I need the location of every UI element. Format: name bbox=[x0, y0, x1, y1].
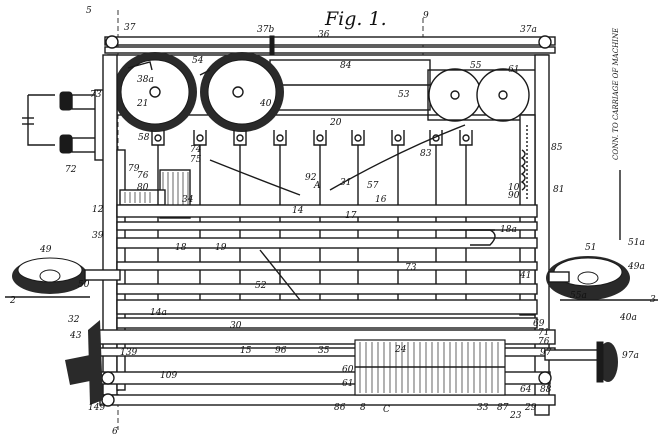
ref-label: 14 bbox=[292, 206, 304, 216]
ref-label: 64 bbox=[520, 385, 532, 395]
ref-label: 80 bbox=[137, 183, 149, 193]
ref-label: 87 bbox=[497, 403, 509, 413]
ref-label: 8 bbox=[360, 403, 366, 413]
cross-bars bbox=[116, 204, 538, 329]
ref-label: 73 bbox=[405, 263, 417, 273]
ref-label: 14a bbox=[150, 308, 167, 318]
ref-label: 53 bbox=[398, 90, 410, 100]
ref-label: A bbox=[313, 181, 321, 191]
ref-label: 97a bbox=[622, 351, 639, 361]
ref-label: 71 bbox=[538, 328, 549, 338]
ref-label: 51a bbox=[628, 238, 645, 248]
ref-label: 19 bbox=[215, 243, 227, 253]
ref-label: 43 bbox=[69, 331, 82, 341]
ref-label: 49 bbox=[39, 245, 52, 255]
left-crank bbox=[65, 320, 103, 405]
ref-label: 38a bbox=[137, 75, 154, 85]
left-handwheel bbox=[5, 257, 121, 298]
ref-label: 54 bbox=[192, 56, 204, 66]
ref-label: 17 bbox=[345, 211, 357, 221]
ref-label: 96 bbox=[275, 346, 287, 356]
ref-label: 34 bbox=[182, 195, 194, 205]
ref-label: 55 bbox=[470, 61, 482, 71]
side-note: CONN. TO CARRIAGE OF MACHINE bbox=[612, 28, 620, 160]
ref-label: 23 bbox=[509, 411, 522, 421]
ref-label: 35 bbox=[318, 346, 330, 356]
ref-label: 85 bbox=[551, 143, 563, 153]
ref-label: 139 bbox=[120, 348, 137, 358]
ref-label: 37 bbox=[124, 23, 136, 33]
ref-label: 86 bbox=[334, 403, 346, 413]
ref-label: 9 bbox=[423, 11, 429, 21]
ref-label: 32 bbox=[68, 315, 80, 325]
ref-label: 36 bbox=[318, 30, 330, 40]
ref-label: 76 bbox=[137, 171, 149, 181]
ref-label: 61 bbox=[508, 65, 519, 75]
ref-label: 55a bbox=[570, 291, 587, 301]
ref-label: 57 bbox=[367, 181, 379, 191]
ref-label: 6 bbox=[112, 427, 118, 437]
ref-label: 31 bbox=[340, 178, 351, 188]
ref-label: 84 bbox=[340, 61, 352, 71]
ref-label: 40a bbox=[619, 313, 637, 323]
ref-label: 2 bbox=[9, 296, 16, 306]
left-wheels bbox=[113, 52, 284, 132]
ref-label: 18a bbox=[500, 225, 517, 235]
ref-label: 5 bbox=[86, 6, 92, 16]
ref-label: 29 bbox=[524, 403, 537, 413]
ref-label: 20 bbox=[329, 118, 342, 128]
ref-label: 24 bbox=[394, 345, 407, 355]
ref-label: 16 bbox=[375, 195, 387, 205]
ref-label: 69 bbox=[533, 319, 545, 329]
right-handwheel bbox=[546, 256, 658, 301]
wires bbox=[209, 124, 466, 301]
ref-label: 51 bbox=[585, 243, 596, 253]
ref-label: 149 bbox=[88, 403, 105, 413]
ref-label: 61 bbox=[342, 379, 353, 389]
ref-label: 3 bbox=[650, 295, 656, 305]
ref-label: 97 bbox=[540, 348, 552, 358]
ref-label: 10 bbox=[508, 183, 520, 193]
ref-label: 37a bbox=[520, 25, 537, 35]
ref-label: 49a bbox=[627, 262, 645, 272]
ref-label: 79 bbox=[128, 164, 140, 174]
ref-label: C bbox=[383, 405, 390, 415]
ref-label: 30 bbox=[230, 321, 242, 331]
ref-label: 73 bbox=[90, 90, 102, 100]
ref-label: 39 bbox=[92, 231, 104, 241]
ref-label: 33 bbox=[477, 403, 489, 413]
ref-label: 60 bbox=[342, 365, 354, 375]
ref-label: 40 bbox=[259, 99, 272, 109]
right-crank-knob bbox=[544, 341, 618, 383]
ref-label: 88 bbox=[540, 385, 552, 395]
ref-label: 109 bbox=[160, 371, 177, 381]
ref-label: 92 bbox=[305, 173, 317, 183]
ref-label: 72 bbox=[65, 165, 77, 175]
ref-label: 15 bbox=[240, 346, 252, 356]
figure-title: Fig. 1. bbox=[324, 8, 387, 30]
ref-label: 74 bbox=[190, 145, 202, 155]
ref-label: 81 bbox=[553, 185, 564, 195]
ref-label: 18 bbox=[175, 243, 187, 253]
ref-label: 50 bbox=[78, 280, 90, 290]
reference-labels: 5 37 37b 36 9 37a 38a 54 21 84 40 53 55 … bbox=[9, 6, 656, 437]
counter-wheels bbox=[354, 339, 506, 396]
top-rods bbox=[104, 35, 556, 55]
ref-label: 12 bbox=[92, 205, 104, 215]
ref-label: 52 bbox=[255, 281, 267, 291]
ref-label: 41 bbox=[519, 271, 531, 281]
ref-label: 21 bbox=[136, 99, 148, 109]
ref-label: 83 bbox=[420, 149, 432, 159]
ref-label: 76 bbox=[538, 337, 550, 347]
ref-label: 58 bbox=[138, 133, 150, 143]
ref-label: 75 bbox=[190, 155, 202, 165]
ref-label: 37b bbox=[257, 25, 274, 35]
ref-label: 90 bbox=[508, 191, 520, 201]
